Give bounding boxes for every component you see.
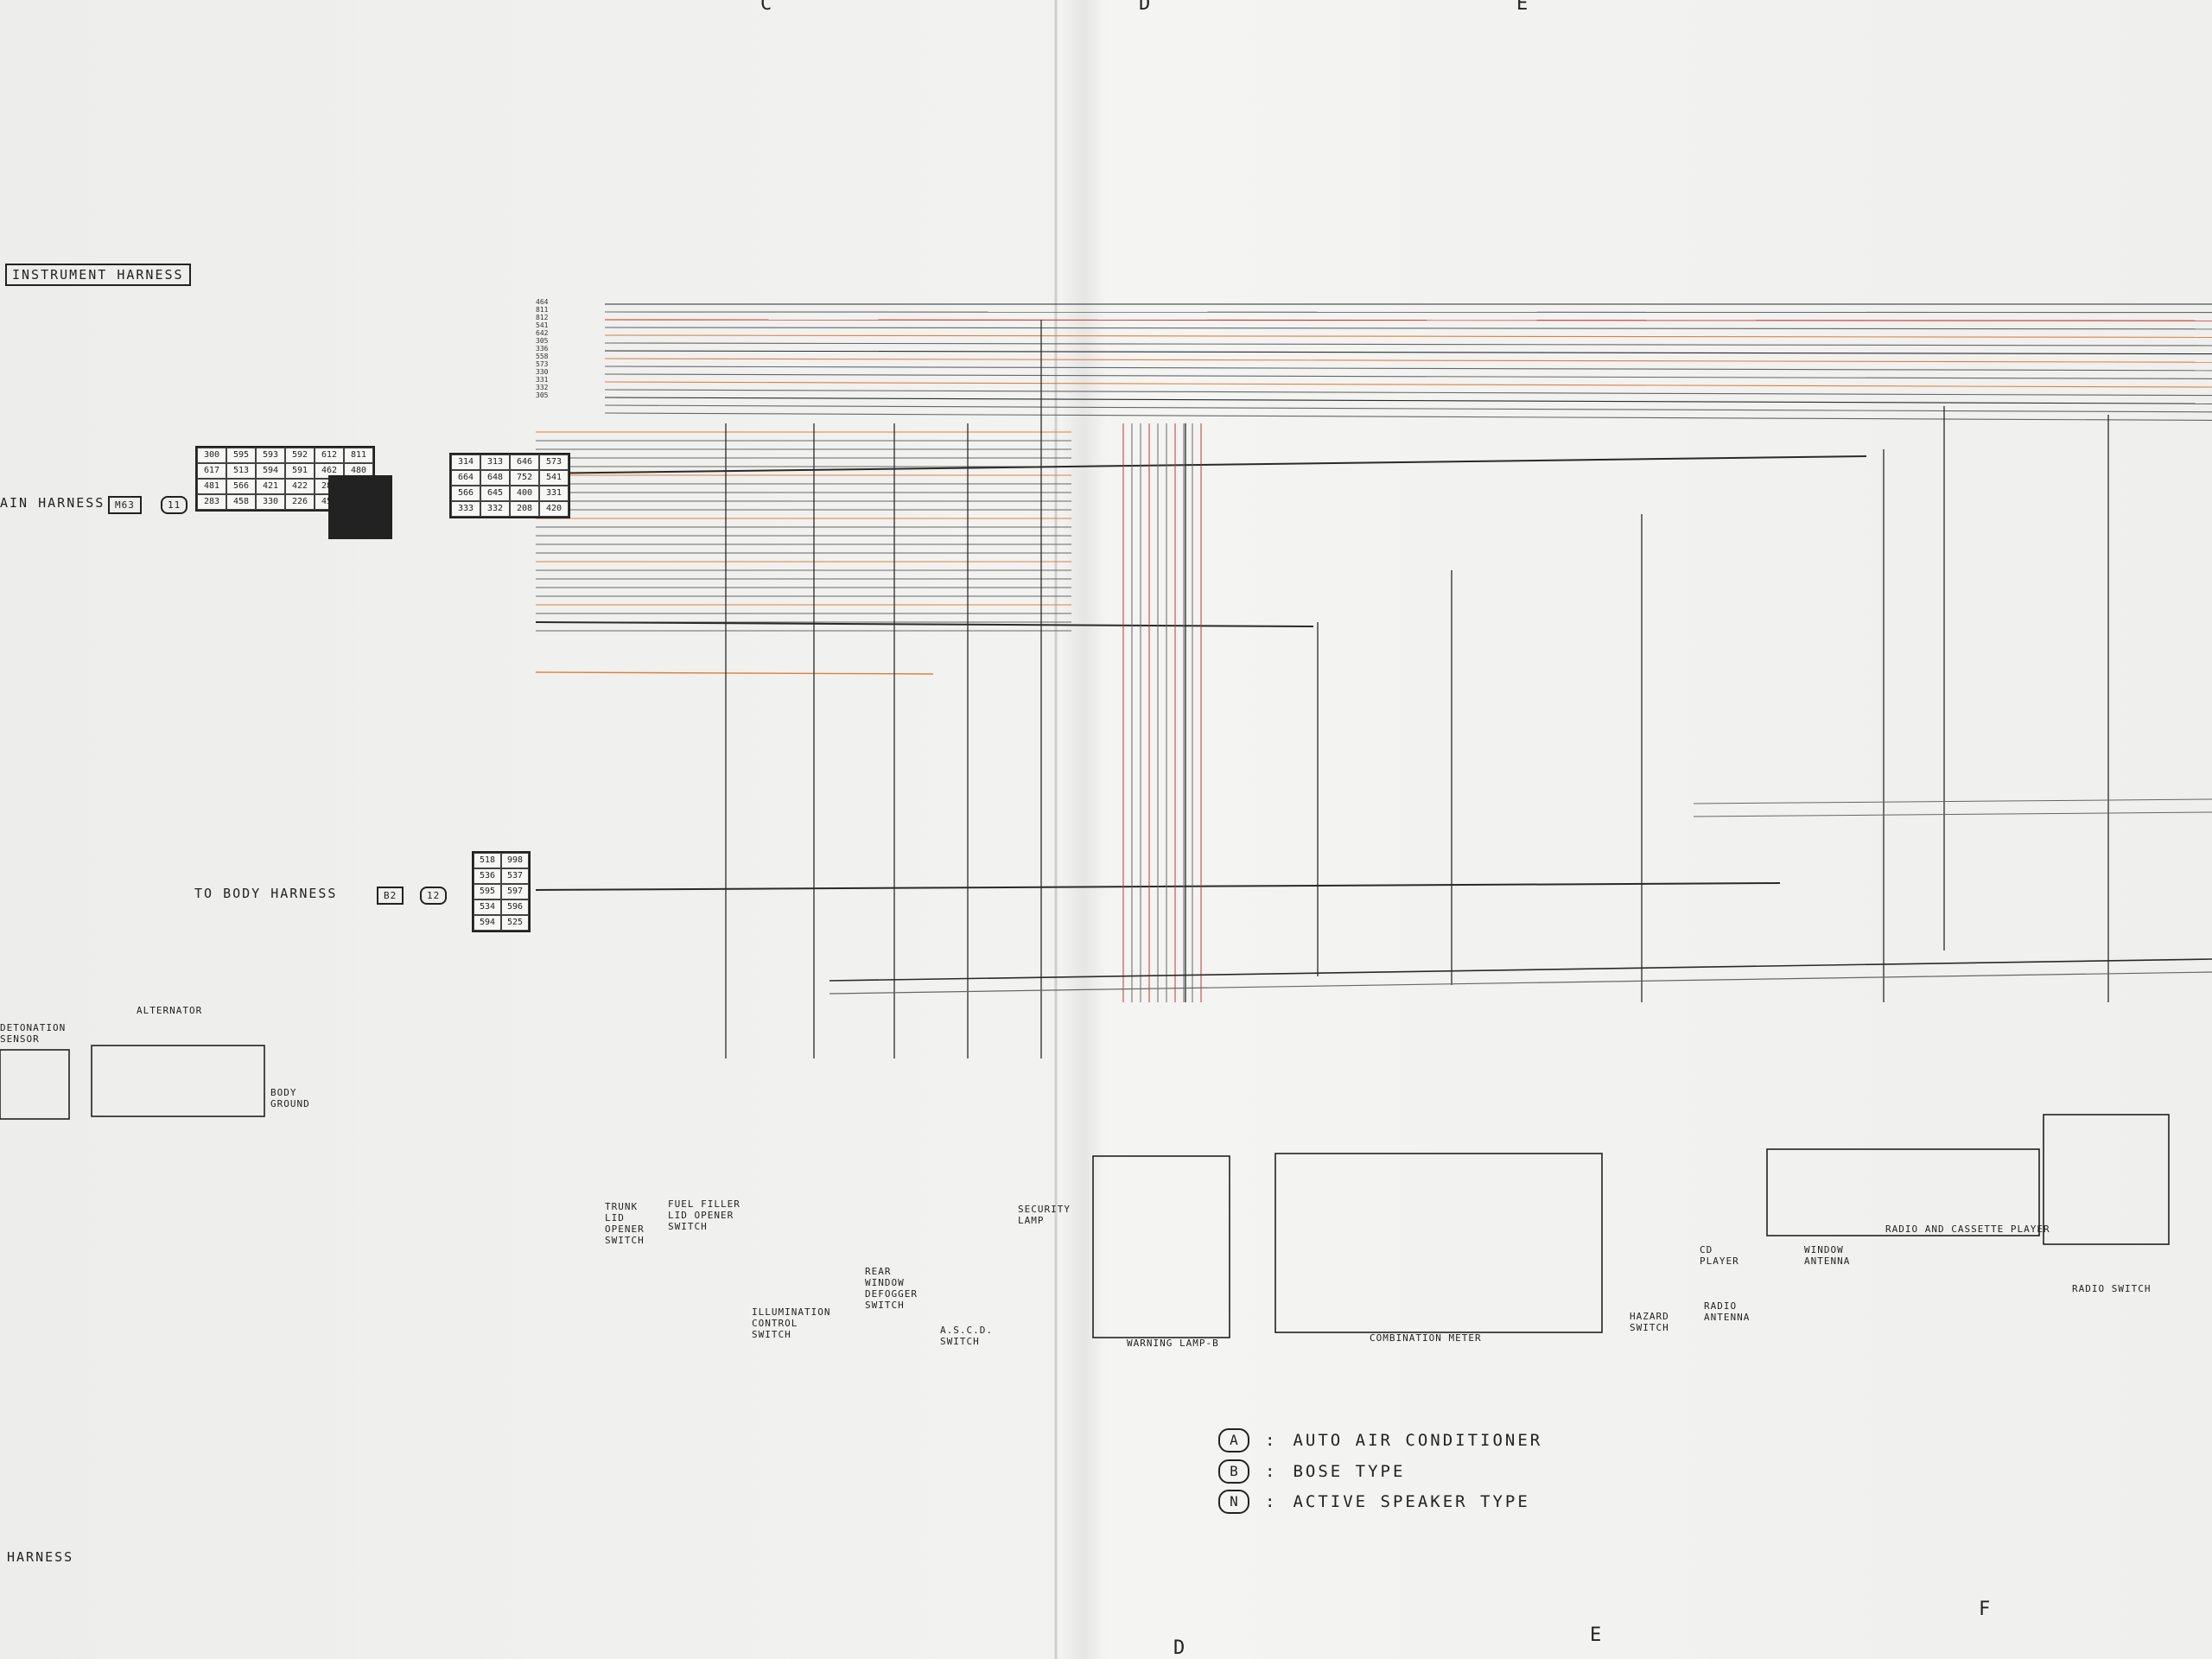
- main-harness-number: 11: [161, 496, 188, 514]
- wire-number-label: 558: [536, 353, 549, 360]
- radio-switch-box: [2043, 1114, 2170, 1245]
- bus-wire-top: [604, 373, 2212, 379]
- illumination-control-switch-label: ILLUMINATION CONTROL SWITCH: [752, 1306, 831, 1340]
- grid-ref-top-c: C: [760, 0, 772, 15]
- wire-run: [829, 971, 2212, 995]
- main-harness-label: AIN HARNESS: [0, 495, 105, 511]
- body-ground-label: BODY GROUND: [270, 1087, 310, 1109]
- wire-number-label: 812: [536, 314, 549, 321]
- rear-window-defogger-switch-label: REAR WINDOW DEFOGGER SWITCH: [865, 1266, 918, 1311]
- bus-wire-top: [604, 334, 2212, 338]
- harness-title: INSTRUMENT HARNESS: [5, 264, 191, 286]
- legend-item-n: N : ACTIVE SPEAKER TYPE: [1218, 1490, 1530, 1514]
- radio-cassette-box: [1766, 1148, 2040, 1236]
- bus-wire-top: [604, 404, 2212, 413]
- wire-run: [1693, 811, 2212, 817]
- wire-number-label: 464: [536, 298, 549, 306]
- grid-ref-top-d: D: [1139, 0, 1151, 15]
- bus-wire-top: [604, 358, 2212, 363]
- warning-lamp-box: [1092, 1155, 1230, 1338]
- trunk-lid-opener-switch-label: TRUNK LID OPENER SWITCH: [605, 1201, 645, 1246]
- cd-player-label: CD PLAYER: [1700, 1244, 1739, 1267]
- radio-cassette-player-label: RADIO AND CASSETTE PLAYER: [1885, 1224, 2050, 1235]
- main-harness-code: M63: [108, 496, 142, 514]
- security-lamp-label: SECURITY LAMP: [1018, 1204, 1071, 1226]
- wire-number-label: 305: [536, 337, 549, 345]
- wire-number-label: 305: [536, 391, 549, 399]
- wire-number-label: 811: [536, 306, 549, 314]
- wire-run: [829, 958, 2212, 982]
- bus-wire-top: [604, 381, 2212, 388]
- grid-ref-bottom-e: E: [1590, 1624, 1602, 1646]
- radio-switch-label: RADIO SWITCH: [2072, 1283, 2152, 1294]
- detonation-sensor-label: DETONATION SENSOR: [0, 1022, 67, 1045]
- legend-item-a: A : AUTO AIR CONDITIONER: [1218, 1428, 1542, 1452]
- bus-wire-top: [604, 389, 2212, 397]
- bus-wire-top: [604, 365, 2212, 372]
- ascd-switch-label: A.S.C.D. SWITCH: [940, 1325, 993, 1347]
- legend-text-n: ACTIVE SPEAKER TYPE: [1293, 1492, 1530, 1511]
- main-harness-key-block: [328, 475, 392, 539]
- wire-number-label: 336: [536, 345, 549, 353]
- bus-wire-top: [604, 327, 2212, 330]
- bus-wire-main: [535, 621, 1314, 627]
- body-harness-number: 12: [420, 887, 448, 905]
- wire-number-label: 541: [536, 321, 549, 329]
- wire-number-label: 330: [536, 368, 549, 376]
- wire-number-label: 331: [536, 376, 549, 384]
- combination-meter-box: [1274, 1153, 1603, 1333]
- warning-lamp-b-label: WARNING LAMP-B: [1127, 1338, 1219, 1349]
- bus-wire-top: [604, 311, 2212, 314]
- grid-ref-top-e: E: [1516, 0, 1529, 15]
- detonation-sensor-box: [0, 1049, 70, 1120]
- body-harness-label: TO BODY HARNESS: [194, 886, 338, 901]
- wire-number-label: 642: [536, 329, 549, 337]
- fuel-filler-lid-opener-switch-label: FUEL FILLER LID OPENER SWITCH: [668, 1198, 741, 1232]
- body-harness-code: B2: [377, 887, 404, 905]
- bus-wire-top: [604, 350, 2212, 355]
- legend-key-b: B: [1218, 1459, 1249, 1484]
- radio-antenna-label: RADIO ANTENNA: [1704, 1300, 1751, 1323]
- combination-meter-label: COMBINATION METER: [1370, 1332, 1482, 1344]
- wire-number-label: 332: [536, 384, 549, 391]
- legend-text-b: BOSE TYPE: [1293, 1462, 1406, 1481]
- grid-ref-bottom-d: D: [1173, 1637, 1185, 1659]
- wire-number-label: 573: [536, 360, 549, 368]
- alternator-box: [91, 1045, 265, 1117]
- grid-ref-bottom-f: F: [1979, 1599, 1991, 1620]
- alternator-label: ALTERNATOR: [137, 1005, 203, 1016]
- legend-key-n: N: [1218, 1490, 1249, 1514]
- bus-wire-orange: [535, 671, 934, 675]
- legend-key-a: A: [1218, 1428, 1249, 1452]
- bus-wire-top: [604, 319, 2212, 321]
- bus-wire-top: [604, 412, 2212, 421]
- hazard-switch-label: HAZARD SWITCH: [1630, 1311, 1669, 1333]
- wire-run: [1693, 798, 2212, 804]
- legend-text-a: AUTO AIR CONDITIONER: [1293, 1431, 1543, 1450]
- legend-item-b: B : BOSE TYPE: [1218, 1459, 1405, 1484]
- bus-wire-top: [604, 397, 2212, 404]
- left-harness-label: HARNESS: [7, 1549, 74, 1565]
- bus-wire-top: [604, 342, 2212, 346]
- window-antenna-label: WINDOW ANTENNA: [1804, 1244, 1851, 1267]
